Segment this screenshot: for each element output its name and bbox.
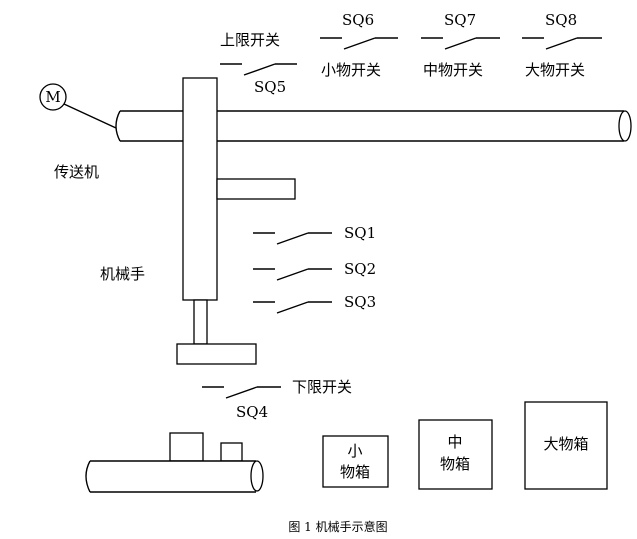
lower-limit-label: 下限开关: [292, 378, 352, 396]
sq4-label: SQ4: [236, 403, 268, 421]
manipulator-label: 机械手: [100, 265, 145, 283]
sq5-label: SQ5: [254, 78, 286, 96]
conveyor-label: 传送机: [54, 163, 99, 181]
large-switch-label: 大物开关: [525, 61, 585, 79]
sq1-label: SQ1: [344, 224, 376, 242]
motor-symbol: M: [45, 88, 60, 106]
sq8-label: SQ8: [545, 11, 577, 29]
arm-bracket: [216, 178, 296, 200]
large-bin-label: 大物箱: [543, 435, 588, 453]
switch-sq5: 上限开关 SQ5: [220, 31, 297, 96]
sq2-label: SQ2: [344, 260, 376, 278]
medium-switch-label: 中物开关: [423, 61, 483, 79]
manipulator-arm: [176, 77, 296, 365]
upper-limit-label: 上限开关: [220, 31, 280, 49]
small-switch-label: 小物开关: [321, 61, 381, 79]
arm-column: [182, 77, 218, 301]
medium-bin-line1: 中: [447, 433, 462, 451]
switch-sq7: SQ7 中物开关: [421, 11, 500, 79]
switch-sq2: SQ2: [253, 260, 376, 281]
medium-bin-line2: 物箱: [440, 455, 470, 473]
arm-shaft: [193, 299, 208, 345]
small-bin: 小 物箱: [322, 435, 389, 488]
object-large: [169, 432, 204, 462]
sq3-label: SQ3: [344, 293, 376, 311]
lower-conveyor: [85, 432, 264, 493]
switch-sq3: SQ3: [253, 293, 376, 314]
arm-gripper: [176, 343, 257, 365]
medium-bin: 中 物箱: [418, 419, 493, 490]
switch-sq4: 下限开关 SQ4: [202, 378, 352, 421]
object-small: [220, 442, 243, 462]
motor-circle: [39, 83, 67, 111]
switch-sq8: SQ8 大物开关: [522, 11, 602, 79]
sq7-label: SQ7: [444, 11, 476, 29]
switch-sq6: SQ6 小物开关: [320, 11, 398, 79]
figure-caption: 图 1 机械手示意图: [288, 519, 387, 534]
small-bin-line1: 小: [347, 442, 362, 460]
motor-link-line: [63, 103, 117, 129]
small-bin-line2: 物箱: [340, 463, 370, 481]
conveyor-cylinder: [115, 110, 632, 142]
motor: M: [39, 83, 117, 129]
switch-sq1: SQ1: [253, 224, 376, 245]
sq6-label: SQ6: [342, 11, 374, 29]
large-bin: 大物箱: [524, 401, 608, 490]
